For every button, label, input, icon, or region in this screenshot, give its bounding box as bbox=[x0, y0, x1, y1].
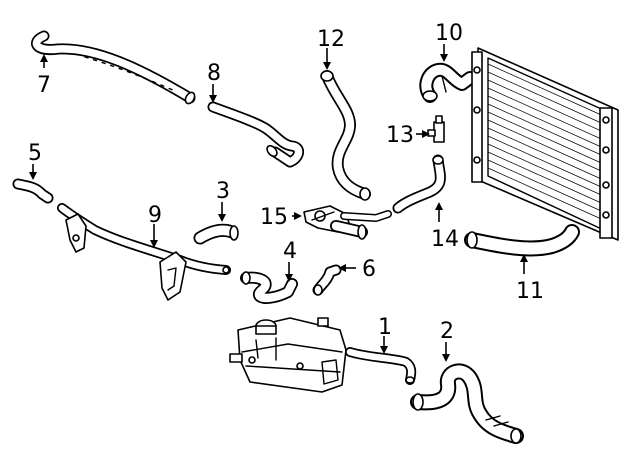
callout-10: 10 bbox=[435, 21, 463, 46]
hose-3[interactable] bbox=[193, 223, 239, 245]
hose-8[interactable] bbox=[207, 101, 304, 168]
hose-9[interactable] bbox=[57, 203, 231, 301]
hose-1[interactable] bbox=[345, 347, 417, 385]
hose-14[interactable] bbox=[392, 154, 446, 214]
hose-4[interactable] bbox=[240, 271, 298, 304]
callout-8: 8 bbox=[207, 61, 221, 86]
callout-4: 4 bbox=[283, 239, 297, 264]
hose-2[interactable] bbox=[410, 363, 524, 444]
fitting-13[interactable] bbox=[427, 115, 445, 143]
housing-15[interactable] bbox=[303, 205, 392, 240]
leader-lines bbox=[29, 44, 528, 362]
hose-12[interactable] bbox=[320, 70, 371, 201]
coolant-reservoir[interactable] bbox=[229, 317, 347, 393]
callout-3: 3 bbox=[216, 179, 230, 204]
callout-11: 11 bbox=[516, 279, 544, 304]
hose-11[interactable] bbox=[464, 224, 580, 257]
callout-1: 1 bbox=[378, 315, 392, 340]
callout-15: 15 bbox=[260, 205, 288, 230]
callout-2: 2 bbox=[440, 319, 454, 344]
radiator[interactable] bbox=[471, 47, 619, 241]
hose-6[interactable] bbox=[312, 264, 342, 296]
callout-5: 5 bbox=[28, 141, 42, 166]
callout-9: 9 bbox=[148, 203, 162, 228]
callout-7: 7 bbox=[37, 73, 51, 98]
hose-5[interactable] bbox=[12, 178, 54, 204]
callout-14: 14 bbox=[431, 227, 459, 252]
hose-10[interactable] bbox=[419, 62, 477, 103]
hose-7[interactable] bbox=[30, 30, 196, 105]
callout-13: 13 bbox=[386, 123, 414, 148]
callout-6: 6 bbox=[362, 257, 376, 282]
callout-12: 12 bbox=[317, 27, 345, 52]
callout-labels: 7 8 12 10 13 14 11 15 5 9 3 4 6 1 2 bbox=[28, 21, 544, 344]
